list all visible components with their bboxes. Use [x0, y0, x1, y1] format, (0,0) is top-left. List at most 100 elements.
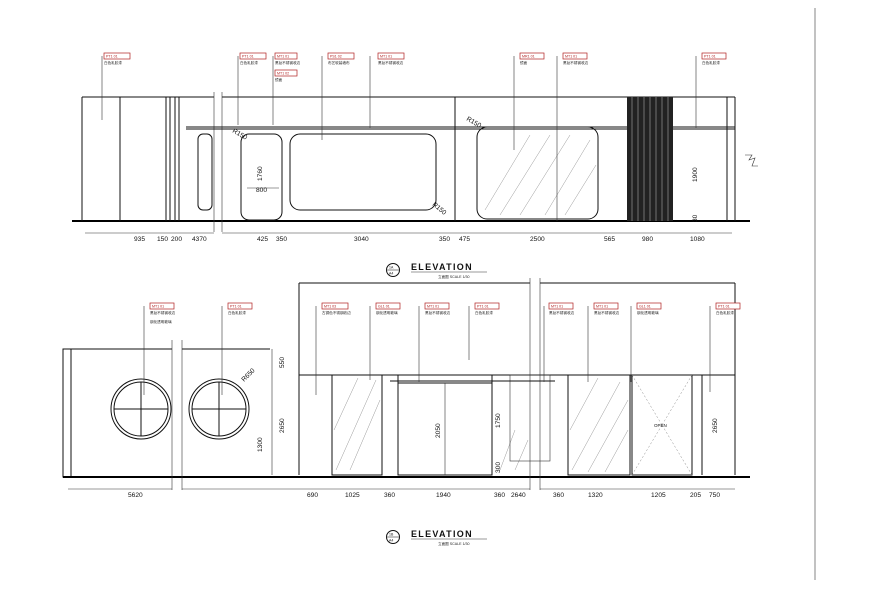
svg-text:钢化透明玻璃: 钢化透明玻璃	[376, 310, 398, 315]
svg-text:白色乳胶漆: 白色乳胶漆	[104, 60, 122, 65]
material-tag: MT1 01 黑钛不锈钢收边	[543, 302, 575, 382]
svg-text:MT1 01: MT1 01	[277, 55, 289, 59]
svg-text:黑钛不锈钢收边: 黑钛不锈钢收边	[594, 310, 620, 315]
svg-text:PT1 01: PT1 01	[477, 305, 489, 309]
round-window	[110, 378, 172, 440]
svg-text:布艺软装墙布: 布艺软装墙布	[328, 60, 350, 65]
material-tag: MT1 01 黑钛不锈钢收边	[418, 302, 451, 382]
svg-text:565: 565	[604, 236, 615, 243]
svg-text:2050: 2050	[435, 423, 442, 438]
svg-text:475: 475	[459, 236, 470, 243]
material-tag: PT1 01 白色乳胶漆	[237, 52, 267, 125]
svg-text:白色乳胶漆: 白色乳胶漆	[716, 310, 734, 315]
svg-text:150: 150	[157, 236, 168, 243]
svg-text:MT1 01: MT1 01	[565, 55, 577, 59]
material-tag: MT1 02 镜面	[274, 69, 298, 82]
svg-text:R650: R650	[240, 367, 256, 383]
material-tag: MT1 01 黑钛不锈钢收边	[587, 302, 620, 382]
svg-text:黑钛不锈钢收边: 黑钛不锈钢收边	[563, 60, 589, 65]
svg-text:MT1 01: MT1 01	[427, 305, 439, 309]
elevation-1-tags: PT1 01 白色乳胶漆 PT1 01 白色乳胶漆 MT1 01 黑钛不锈钢收边…	[101, 52, 727, 221]
svg-text:550: 550	[279, 357, 286, 368]
svg-text:PT1 01: PT1 01	[242, 55, 254, 59]
svg-text:PS1 02: PS1 02	[330, 55, 342, 59]
svg-text:PT1 01: PT1 01	[704, 55, 716, 59]
svg-text:1205: 1205	[651, 492, 666, 499]
svg-text:黑钛不锈钢收边: 黑钛不锈钢收边	[150, 310, 176, 315]
material-tag: MR1 01 镜面	[513, 52, 545, 150]
elevation-1: PT1 01 白色乳胶漆 PT1 01 白色乳胶漆 MT1 01 黑钛不锈钢收边…	[72, 52, 758, 279]
material-tag: MT1 01 黑钛不锈钢收边	[272, 52, 301, 125]
svg-text:MT1 01: MT1 01	[380, 55, 392, 59]
svg-text:1320: 1320	[588, 492, 603, 499]
svg-text:ELEVATION: ELEVATION	[411, 529, 473, 539]
svg-text:MT1 01: MT1 01	[152, 305, 164, 309]
svg-text:2640: 2640	[511, 492, 526, 499]
svg-text:立面图 SCALE 1/30: 立面图 SCALE 1/30	[438, 541, 470, 546]
svg-text:1760: 1760	[257, 166, 264, 181]
svg-text:750: 750	[709, 492, 720, 499]
svg-text:OPEN: OPEN	[654, 423, 667, 428]
svg-text:立面图 SCALE 1/30: 立面图 SCALE 1/30	[438, 274, 470, 279]
svg-text:GL1 01: GL1 01	[378, 305, 390, 309]
svg-text:PT1 01: PT1 01	[718, 305, 730, 309]
material-tag: MT1 01 黑钛不锈钢收边 钢化透明玻璃	[143, 302, 176, 395]
svg-text:MR1 01: MR1 01	[522, 55, 535, 59]
elevation-2-tags: MT1 01 黑钛不锈钢收边 钢化透明玻璃 PT1 01 白色乳胶漆 MT1 0…	[143, 302, 741, 395]
round-window	[188, 378, 250, 440]
svg-text:R150: R150	[231, 128, 248, 142]
svg-text:300: 300	[495, 462, 502, 473]
svg-text:350: 350	[276, 236, 287, 243]
elevation-2-dimensions: 5620 690 1025 360 1940 360 2640 360 1320…	[128, 492, 720, 499]
svg-text:R150: R150	[431, 201, 448, 217]
svg-text:PT1 01: PT1 01	[230, 305, 242, 309]
svg-text:205: 205	[690, 492, 701, 499]
material-tag: MT1 01 黑钛不锈钢收边	[369, 52, 405, 128]
svg-text:1A: 1A	[389, 266, 394, 270]
elevation-2-title: 1B A4 ELEVATION 立面图 SCALE 1/30	[386, 529, 487, 546]
svg-text:R150: R150	[465, 116, 482, 130]
svg-text:350: 350	[439, 236, 450, 243]
svg-text:A4: A4	[389, 539, 393, 543]
svg-text:MT1 03: MT1 03	[324, 305, 336, 309]
svg-text:690: 690	[307, 492, 318, 499]
svg-text:1025: 1025	[345, 492, 360, 499]
svg-text:黑钛不锈钢收边: 黑钛不锈钢收边	[425, 310, 451, 315]
svg-text:1940: 1940	[436, 492, 451, 499]
svg-text:1300: 1300	[257, 437, 264, 452]
svg-text:黑钛不锈钢收边: 黑钛不锈钢收边	[378, 60, 404, 65]
svg-text:钢化透明玻璃: 钢化透明玻璃	[150, 319, 172, 324]
svg-text:1750: 1750	[495, 413, 502, 428]
elevation-1-dimensions: 935 150 200 4370 425 350 3040 350 475 25…	[134, 236, 705, 243]
svg-text:GL1 01: GL1 01	[639, 305, 651, 309]
svg-text:MT1 01: MT1 01	[551, 305, 563, 309]
svg-text:2650: 2650	[279, 418, 286, 433]
svg-text:MT1 01: MT1 01	[596, 305, 608, 309]
svg-text:200: 200	[171, 236, 182, 243]
svg-text:30: 30	[692, 214, 699, 222]
svg-text:2500: 2500	[530, 236, 545, 243]
elevation-1-title: 1A A4 ELEVATION 立面图 SCALE 1/30	[386, 262, 487, 279]
material-tag: GL1 01 钢化透明玻璃	[630, 302, 662, 382]
svg-text:935: 935	[134, 236, 145, 243]
svg-text:黑钛不锈钢收边: 黑钛不锈钢收边	[275, 60, 301, 65]
svg-text:白色乳胶漆: 白色乳胶漆	[702, 60, 720, 65]
svg-text:3040: 3040	[354, 236, 369, 243]
elevation-2: MT1 01 黑钛不锈钢收边 钢化透明玻璃 PT1 01 白色乳胶漆 MT1 0…	[62, 278, 750, 546]
material-tag: PS1 02 布艺软装墙布	[321, 52, 355, 140]
svg-text:5620: 5620	[128, 492, 143, 499]
svg-text:2650: 2650	[712, 418, 719, 433]
material-tag: PT1 01 白色乳胶漆	[221, 302, 253, 395]
svg-text:360: 360	[553, 492, 564, 499]
material-tag: PT1 01 白色乳胶漆	[709, 302, 741, 392]
svg-text:1080: 1080	[690, 236, 705, 243]
svg-text:古铜色不锈钢收边: 古铜色不锈钢收边	[322, 310, 351, 315]
material-tag: GL1 01 钢化透明玻璃	[369, 302, 401, 380]
svg-text:800: 800	[256, 187, 267, 194]
svg-text:白色乳胶漆: 白色乳胶漆	[475, 310, 493, 315]
svg-text:PT1 01: PT1 01	[106, 55, 118, 59]
svg-text:1B: 1B	[389, 533, 394, 537]
material-tag: MT1 03 古铜色不锈钢收边	[315, 302, 351, 395]
